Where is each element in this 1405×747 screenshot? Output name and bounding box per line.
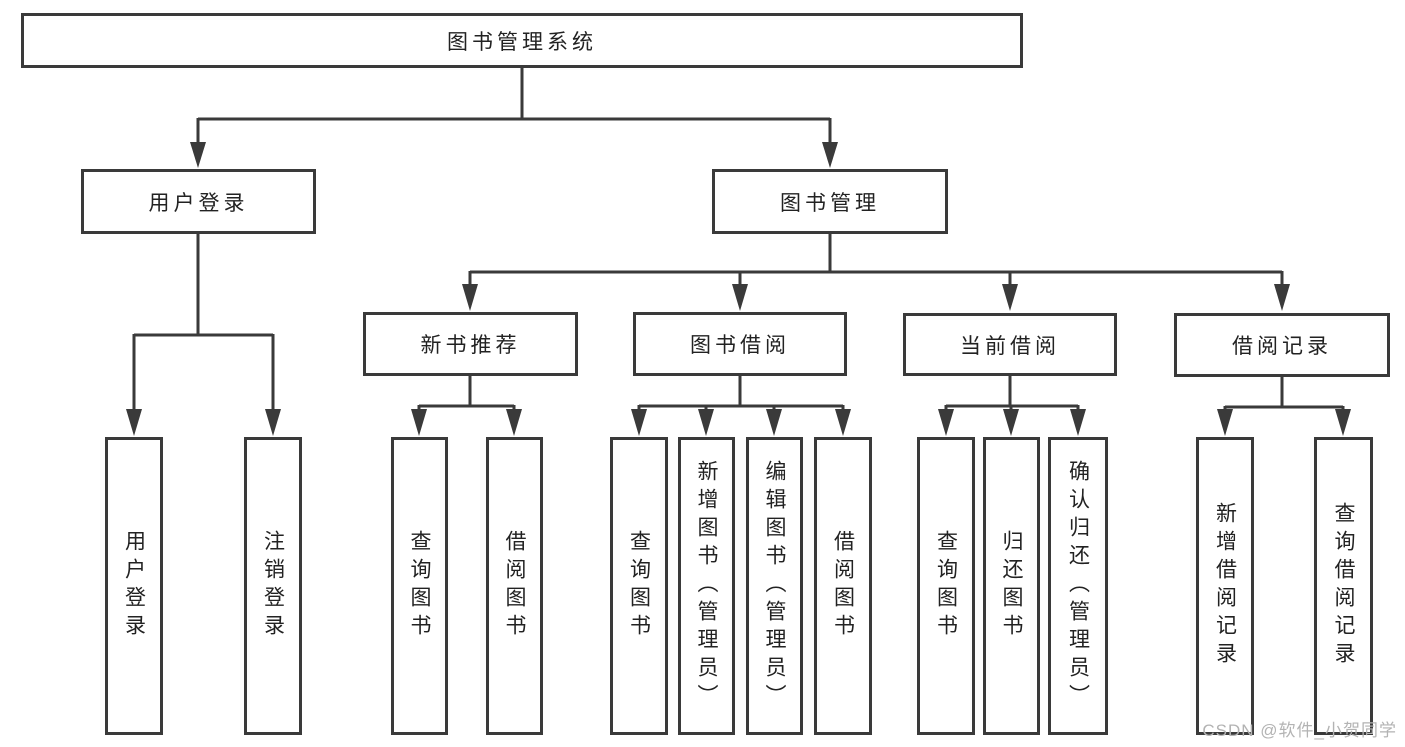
node-book-management-module: 图书管理 [712,169,948,234]
node-recommend-query-books: 查询图书 [391,437,448,735]
node-borrow-edit-books-admin: 编辑图书（管理员） [746,437,803,735]
node-current-borrow: 当前借阅 [903,313,1117,376]
node-label: 用户登录 [122,530,146,642]
node-label: 当前借阅 [960,334,1060,358]
node-label: 借阅记录 [1232,335,1332,358]
node-label: 查询图书 [934,530,958,642]
node-user-login: 用户登录 [105,437,163,735]
node-borrow-query-books: 查询图书 [610,437,668,735]
node-root-library-system: 图书管理系统 [21,13,1023,68]
node-new-book-recommend: 新书推荐 [363,312,578,376]
csdn-watermark: CSDN @软件_小贺同学 [1202,721,1397,740]
node-label: 归还图书 [1000,530,1024,642]
node-label: 借阅图书 [831,530,855,642]
node-label: 新增借阅记录 [1213,502,1237,670]
node-label: 图书管理系统 [447,30,597,54]
node-label: 图书借阅 [690,334,790,357]
node-label: 查询借阅记录 [1332,502,1356,670]
node-logout: 注销登录 [244,437,302,735]
node-current-return-books: 归还图书 [983,437,1040,735]
node-label: 用户登录 [148,191,249,215]
node-label: 图书管理 [780,191,880,215]
node-user-login-module: 用户登录 [81,169,316,234]
node-recommend-borrow-books: 借阅图书 [486,437,543,735]
node-book-borrow: 图书借阅 [633,312,847,376]
node-borrow-add-books-admin: 新增图书（管理员） [678,437,735,735]
arrowheads [126,142,1351,436]
node-label: 新增图书（管理员） [695,460,719,712]
node-label: 编辑图书（管理员） [763,460,787,712]
node-label: 新书推荐 [420,334,521,357]
node-label: 查询图书 [408,530,432,642]
node-label: 注销登录 [261,530,285,642]
node-borrow-records: 借阅记录 [1174,313,1390,377]
node-records-query-record: 查询借阅记录 [1314,437,1373,735]
node-label: 确认归还（管理员） [1066,460,1090,712]
node-label: 借阅图书 [503,530,527,642]
node-label: 查询图书 [627,530,651,642]
node-current-query-books: 查询图书 [917,437,975,735]
node-borrow-borrow-books: 借阅图书 [814,437,872,735]
node-records-add-record: 新增借阅记录 [1196,437,1254,735]
node-current-confirm-return-admin: 确认归还（管理员） [1048,437,1108,735]
